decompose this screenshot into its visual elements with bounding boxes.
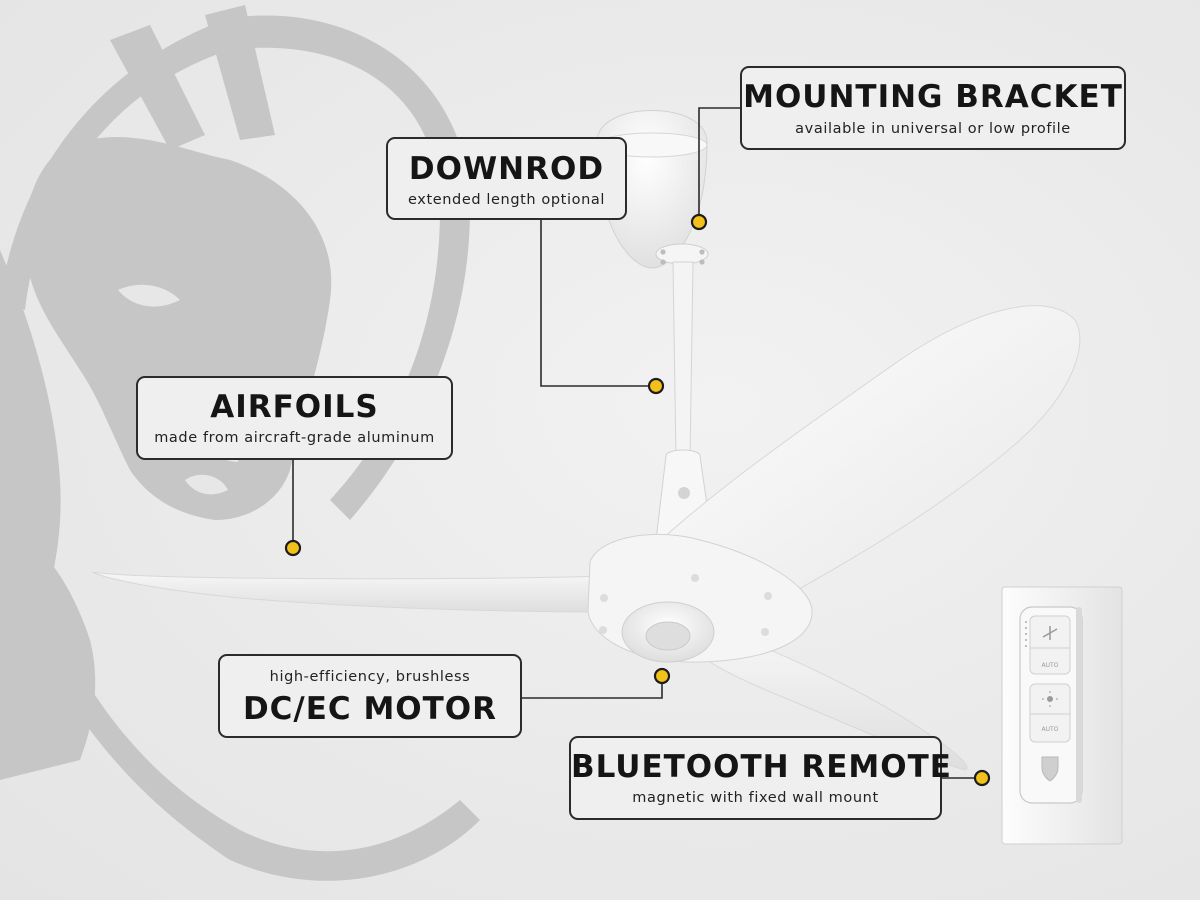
callout-title: DC/EC MOTOR <box>242 690 498 727</box>
light-icon <box>1042 691 1058 707</box>
bluetooth-remote-device: AUTO AUTO <box>1001 586 1123 845</box>
callout-subtitle: high-efficiency, brushless <box>269 669 471 685</box>
marker-downrod <box>647 377 665 395</box>
callout-title: BLUETOOTH REMOTE <box>571 749 952 785</box>
callout-subtitle: available in universal or low profile <box>795 121 1071 137</box>
callout-subtitle: extended length optional <box>408 192 605 208</box>
callout-title: DOWNROD <box>408 151 605 187</box>
callout-airfoils: AIRFOILS made from aircraft-grade alumin… <box>136 376 453 460</box>
callout-motor: high-efficiency, brushless DC/EC MOTOR <box>218 654 522 738</box>
marker-remote <box>973 769 991 787</box>
callout-subtitle: made from aircraft-grade aluminum <box>154 430 435 446</box>
marker-airfoils <box>284 539 302 557</box>
remote-auto-label-2: AUTO <box>1042 726 1059 733</box>
brand-shield-icon <box>1041 756 1059 782</box>
marker-mounting-bracket <box>690 213 708 231</box>
marker-motor <box>653 667 671 685</box>
callout-title: AIRFOILS <box>210 389 379 425</box>
leader-downrod <box>540 220 656 387</box>
leader-mounting-bracket <box>698 107 740 222</box>
callout-mounting-bracket: MOUNTING BRACKET available in universal … <box>740 66 1126 150</box>
markers <box>284 213 991 787</box>
remote-auto-label-1: AUTO <box>1042 662 1059 669</box>
leader-motor <box>522 676 663 699</box>
callout-bluetooth-remote: BLUETOOTH REMOTE magnetic with fixed wal… <box>569 736 952 820</box>
callout-title: MOUNTING BRACKET <box>743 79 1123 115</box>
callout-subtitle: magnetic with fixed wall mount <box>632 790 879 806</box>
callout-downrod: DOWNROD extended length optional <box>386 137 627 220</box>
fan-icon <box>1042 626 1058 640</box>
